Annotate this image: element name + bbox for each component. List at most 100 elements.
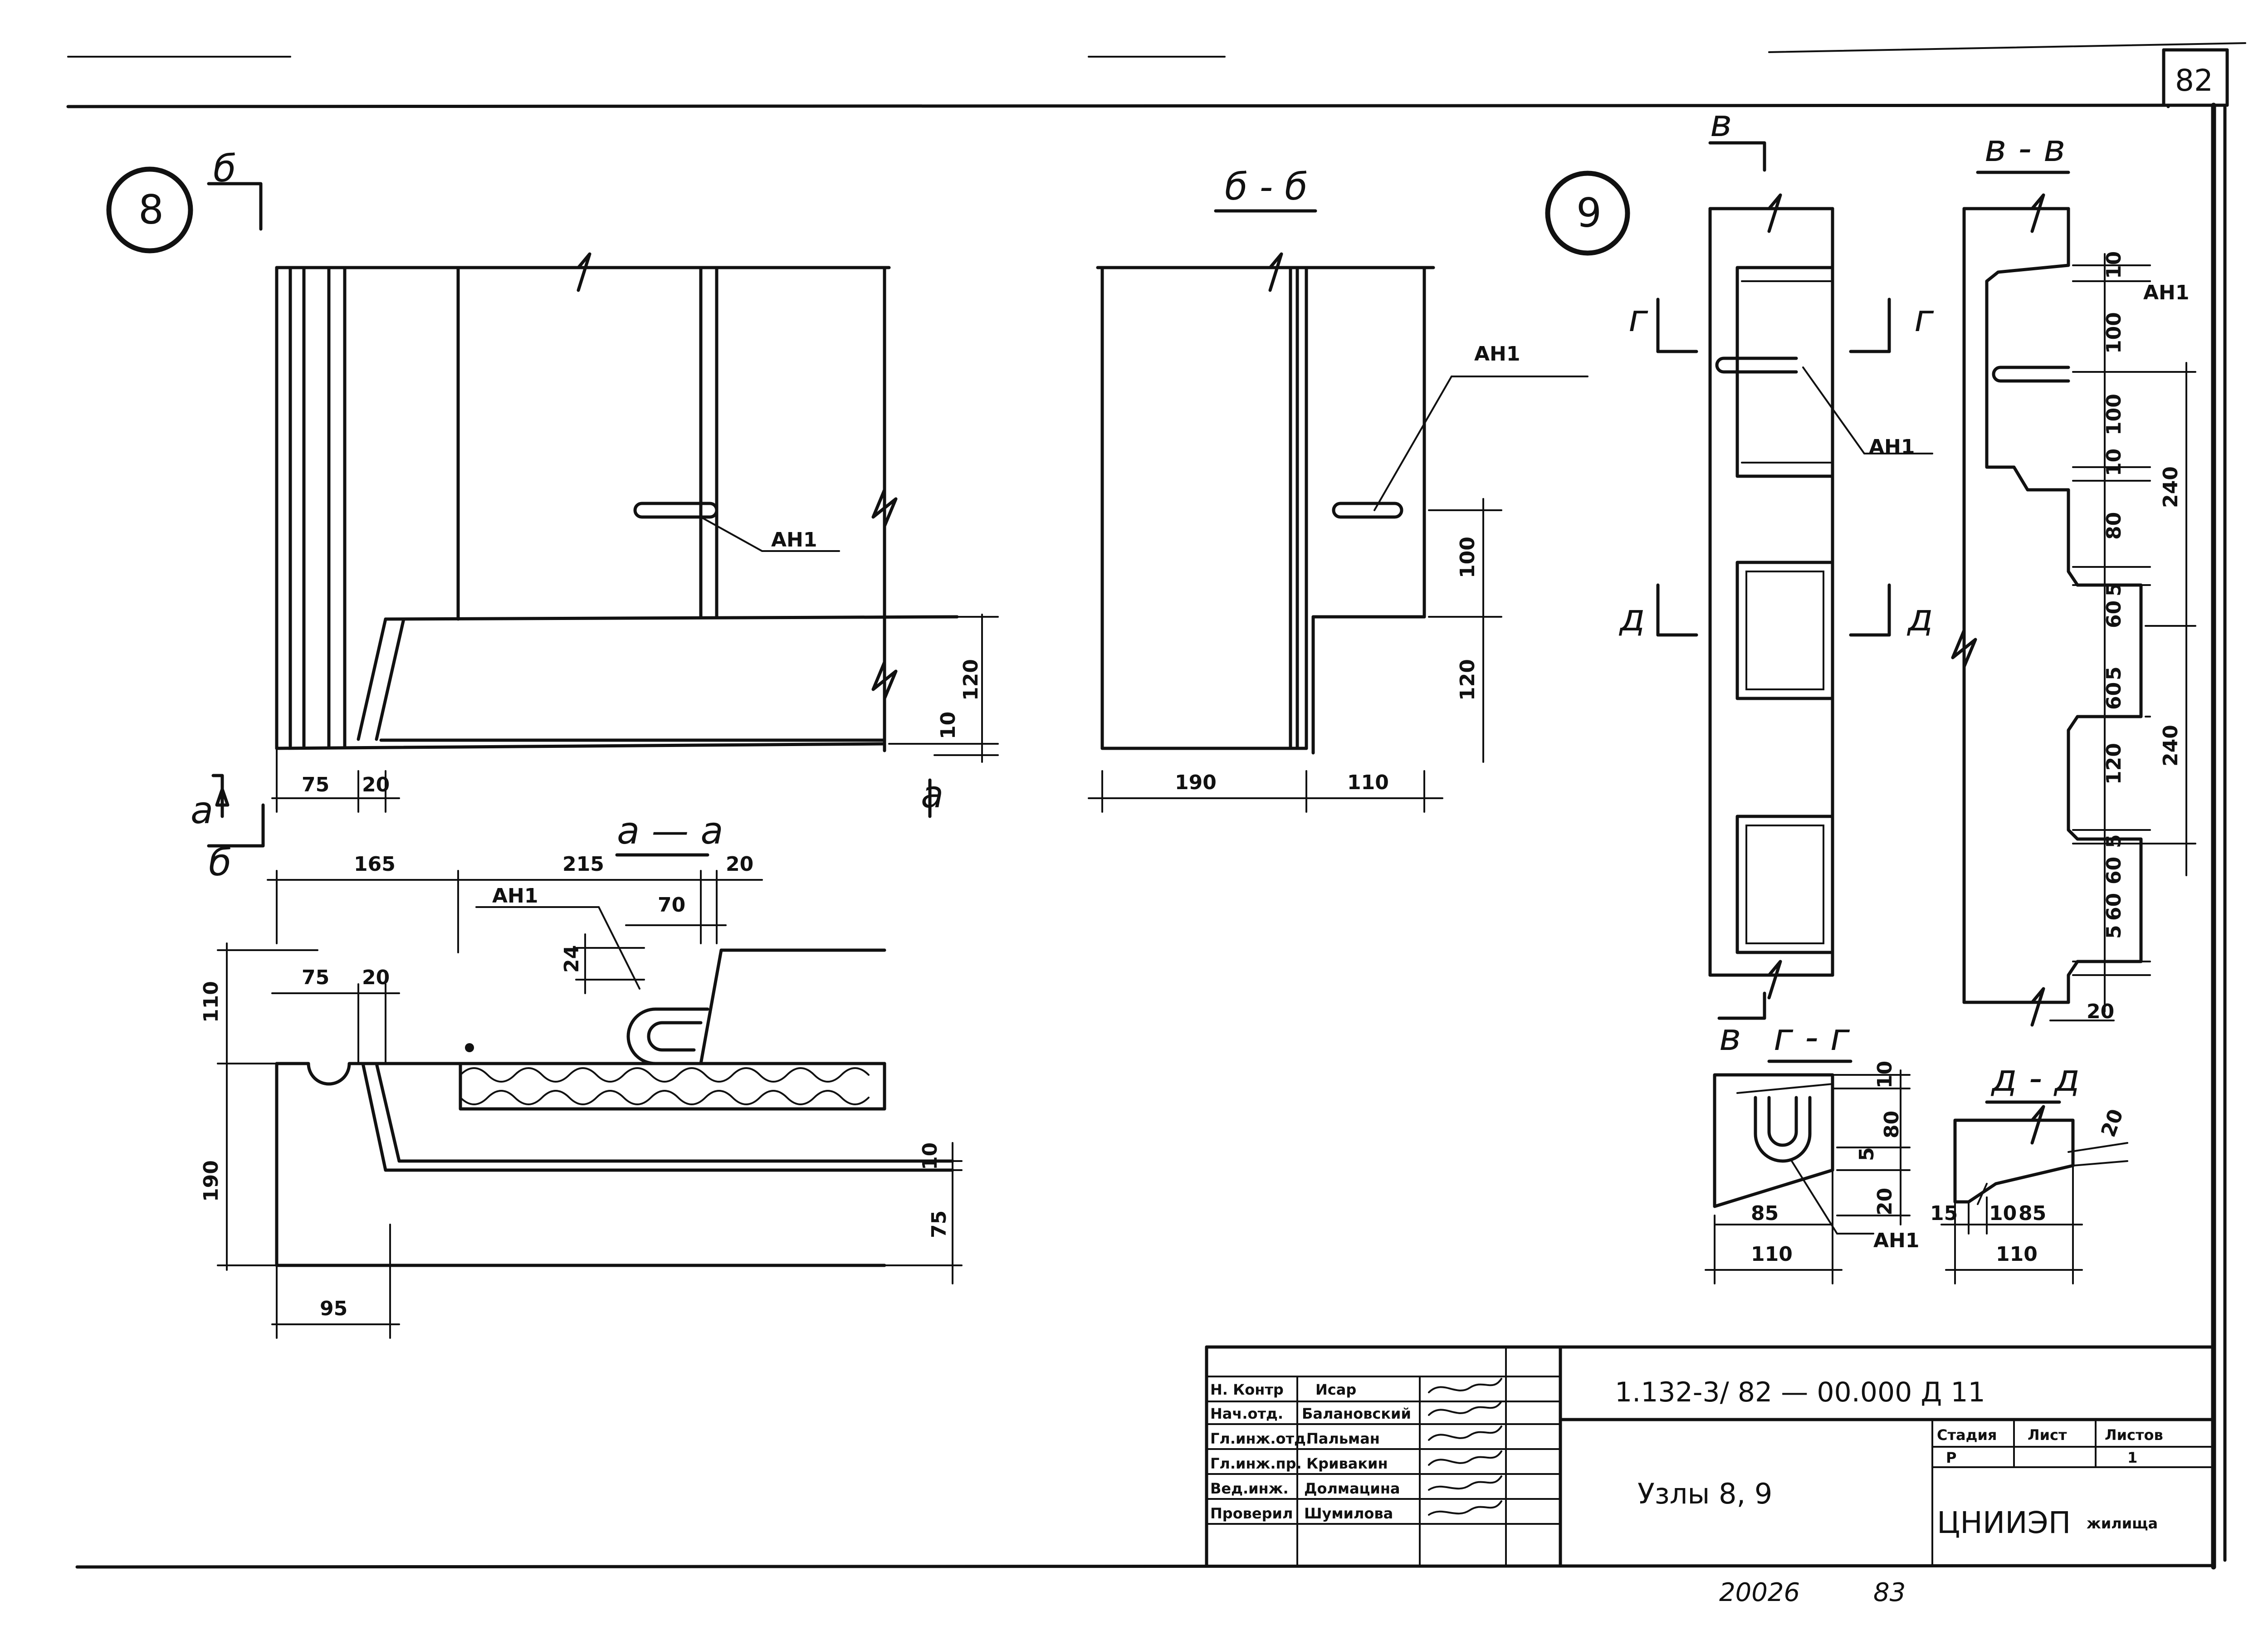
section-aa-dim-75: 75	[302, 966, 329, 989]
section-vv-dim-100: 100	[2102, 312, 2126, 354]
node-8-label-ah1: АН1	[771, 528, 817, 552]
section-vv-dim-10b: 10	[2102, 449, 2126, 476]
section-bb-dim-120: 120	[1456, 659, 1479, 701]
node-8-marker: 8	[138, 186, 164, 233]
section-vv-dim-240: 240	[2159, 466, 2182, 508]
section-vv-dim-100b: 100	[2102, 394, 2126, 435]
section-bb-dim-100: 100	[1456, 537, 1479, 578]
section-aa-label-ah1: АН1	[492, 884, 538, 908]
section-gg-label-ah1: АН1	[1873, 1229, 1920, 1252]
section-aa-dim-10: 10	[919, 1142, 942, 1170]
section-aa-dim-20: 20	[726, 853, 753, 876]
section-dd-title: д - д	[1990, 1057, 2080, 1100]
section-vv-dim-5d: 5	[2102, 925, 2126, 939]
tb-organization: ЦНИИЭП	[1937, 1505, 2071, 1540]
node-8-dim-20: 20	[362, 773, 390, 796]
section-bb-label-ah1: АН1	[1474, 342, 1520, 366]
section-aa-dim-165: 165	[354, 853, 396, 876]
tb-role-5: Вед.инж.	[1210, 1480, 1289, 1497]
section-dd-dim-15: 15	[1930, 1202, 1958, 1225]
section-vv-title: в - в	[1984, 127, 2065, 170]
tb-name-5: Долмацина	[1304, 1480, 1400, 1497]
node-8-cut-a-right: а	[921, 773, 943, 816]
section-vv-dim-60b: 60	[2102, 682, 2126, 710]
section-aa-dim-70: 70	[658, 893, 685, 917]
tb-name-2: Балановский	[1302, 1405, 1411, 1422]
tb-name-4: Кривакин	[1306, 1455, 1388, 1472]
tb-role-1: Н. Контр	[1210, 1381, 1284, 1398]
section-vv-dim-60: 60	[2102, 600, 2126, 628]
tb-organization-suffix: жилища	[2087, 1515, 2158, 1532]
archive-page: 83	[1873, 1578, 1906, 1607]
tb-role-6: Проверил	[1210, 1505, 1293, 1522]
node-9-marker: 9	[1576, 190, 1602, 236]
node-9-cut-v-bottom: в	[1719, 1016, 1741, 1059]
section-dd-dim-20: 20	[2097, 1106, 2128, 1140]
section-aa: а — а 165 215 20 70 24 АН1	[200, 810, 963, 1339]
section-aa-dim-24: 24	[560, 945, 583, 973]
sheet-frame	[66, 42, 2246, 1570]
section-aa-dim-75b: 75	[928, 1210, 951, 1238]
tb-sheet-header: Лист	[2028, 1426, 2067, 1444]
node-8-view: 8 б АН1 120 10	[106, 147, 999, 884]
section-vv-label-ah1: АН1	[2143, 281, 2190, 304]
node-8-cut-b-bottom: б	[209, 841, 232, 884]
section-aa-title: а — а	[617, 810, 723, 853]
section-dd-dim-110: 110	[1996, 1243, 2038, 1266]
tb-name-3: Пальман	[1306, 1430, 1380, 1447]
node-8-dim-120: 120	[959, 659, 982, 701]
section-gg-dim-5: 5	[1855, 1147, 1878, 1161]
section-aa-dim-95: 95	[320, 1297, 347, 1320]
node-9-cut-d-left: д	[1618, 596, 1645, 639]
section-vv-dim-120: 120	[2102, 743, 2126, 785]
node-8-cut-a-left: а	[191, 789, 213, 832]
section-vv-dim-240b: 240	[2159, 725, 2182, 766]
section-vv-dim-5b: 5	[2102, 666, 2126, 680]
section-aa-dim-20b: 20	[362, 966, 390, 989]
section-gg-dim-80: 80	[1880, 1111, 1903, 1138]
tb-role-3: Гл.инж.отд.	[1210, 1430, 1311, 1447]
section-bb-dim-190: 190	[1175, 771, 1217, 794]
section-aa-dim-110: 110	[200, 981, 223, 1023]
tb-document-code: 1.132-3/ 82 — 00.000 Д 11	[1615, 1376, 1985, 1408]
section-aa-dim-215: 215	[562, 853, 604, 876]
section-gg-dim-110: 110	[1751, 1243, 1793, 1266]
tb-sheets-total: 1	[2127, 1449, 2137, 1466]
sheet-number: 82	[2175, 63, 2213, 98]
section-vv-dim-60c: 60	[2102, 857, 2126, 884]
section-vv-dim-5: 5	[2102, 582, 2126, 596]
node-8-dim-75: 75	[302, 773, 329, 796]
node-9-label-ah1: АН1	[1869, 435, 1915, 459]
node-9-cut-g-right: г	[1914, 297, 1934, 340]
section-gg-dim-85: 85	[1751, 1202, 1779, 1225]
section-dd-dim-85: 85	[2019, 1202, 2046, 1225]
section-dd: д - д 20 15 10 85 110	[1930, 1057, 2128, 1284]
section-vv-dim-5c: 5	[2102, 834, 2126, 848]
tb-drawing-title: Узлы 8, 9	[1637, 1477, 1772, 1510]
section-gg-title: г - г	[1774, 1016, 1850, 1059]
section-vv-dim-60d: 60	[2102, 893, 2126, 921]
tb-role-2: Нач.отд.	[1210, 1405, 1283, 1422]
section-bb: б - б АН1 100 120 190 110	[1088, 166, 1589, 813]
tb-name-6: Шумилова	[1304, 1505, 1393, 1522]
tb-sheets-header: Листов	[2105, 1426, 2163, 1444]
node-9-view: 9 в АН1 г г д д в	[1545, 102, 1934, 1059]
section-bb-title: б - б	[1225, 166, 1308, 209]
section-dd-dim-10: 10	[1989, 1202, 2017, 1225]
section-vv-dim-80: 80	[2102, 512, 2126, 540]
section-gg-dim-20: 20	[1873, 1188, 1897, 1215]
section-vv-dim-20: 20	[2087, 1000, 2114, 1023]
section-aa-dim-190: 190	[200, 1160, 223, 1202]
section-vv: в - в 10 100 100 10 80 5 60 5 60 12	[1951, 127, 2196, 1027]
tb-stage-header: Стадия	[1937, 1426, 1997, 1444]
node-9-cut-d-right: д	[1906, 596, 1933, 639]
section-vv-dim-10: 10	[2102, 251, 2126, 279]
node-9-cut-g-left: г	[1628, 297, 1648, 340]
archive-number: 20026	[1719, 1578, 1800, 1607]
tb-stage: Р	[1946, 1449, 1956, 1466]
section-gg: г - г АН1 10 80 5 20 85 110	[1705, 1016, 1920, 1284]
title-block: Н. Контр Исар Нач.отд. Балановский Гл.ин…	[1205, 1345, 2215, 1567]
node-9-cut-v-top: в	[1710, 102, 1732, 145]
tb-name-1: Исар	[1315, 1381, 1356, 1398]
